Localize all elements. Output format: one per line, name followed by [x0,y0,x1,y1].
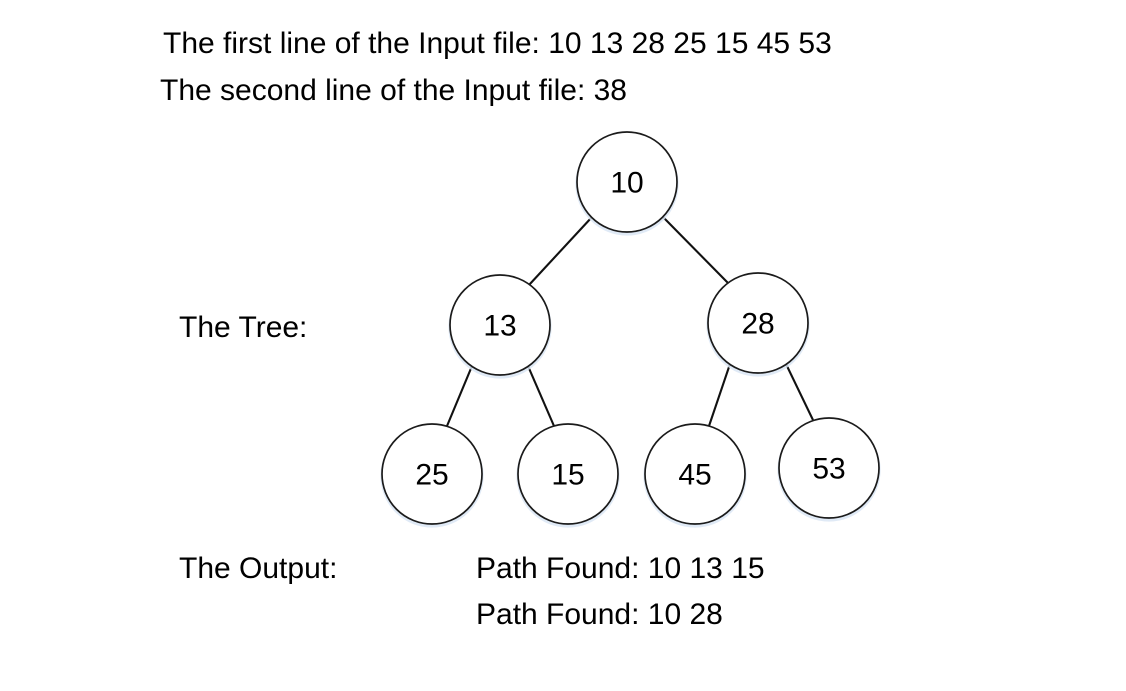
node-value: 45 [678,459,711,492]
node-value: 28 [741,308,774,341]
tree-nodes: 10 13 28 25 15 45 53 [380,131,881,528]
node-circle [576,131,678,233]
tree-node: 45 [643,423,747,528]
node-value: 25 [415,459,448,492]
tree-edge [528,216,593,286]
output-label: The Output: [179,552,338,585]
tree-edge [527,365,555,427]
output-path-line-2: Path Found: 10 28 [476,598,723,631]
node-circle [707,272,809,374]
node-value: 13 [483,310,516,343]
node-circle [778,417,880,519]
tree-edges [446,216,814,427]
tree-node: 28 [706,272,810,377]
node-circle [517,423,619,525]
tree-edge [446,365,473,427]
output-path-line-1: Path Found: 10 13 15 [476,552,765,585]
tree-edge [708,363,731,427]
node-value: 15 [551,459,584,492]
tree-edge [785,363,814,421]
tree-node: 53 [777,417,881,522]
node-circle [644,423,746,525]
tree-node: 15 [516,423,620,528]
tree-node: 25 [380,423,484,528]
tree-node: 13 [448,274,552,379]
tree-label: The Tree: [179,311,308,344]
input-file-line-1: The first line of the Input file: 10 13 … [163,27,832,60]
node-circle [381,423,483,525]
node-circle [449,274,551,376]
node-value: 10 [610,167,643,200]
tree-node: 10 [575,131,679,236]
node-value: 53 [812,453,845,486]
input-file-line-2: The second line of the Input file: 38 [160,74,627,107]
tree-edge [662,216,730,285]
